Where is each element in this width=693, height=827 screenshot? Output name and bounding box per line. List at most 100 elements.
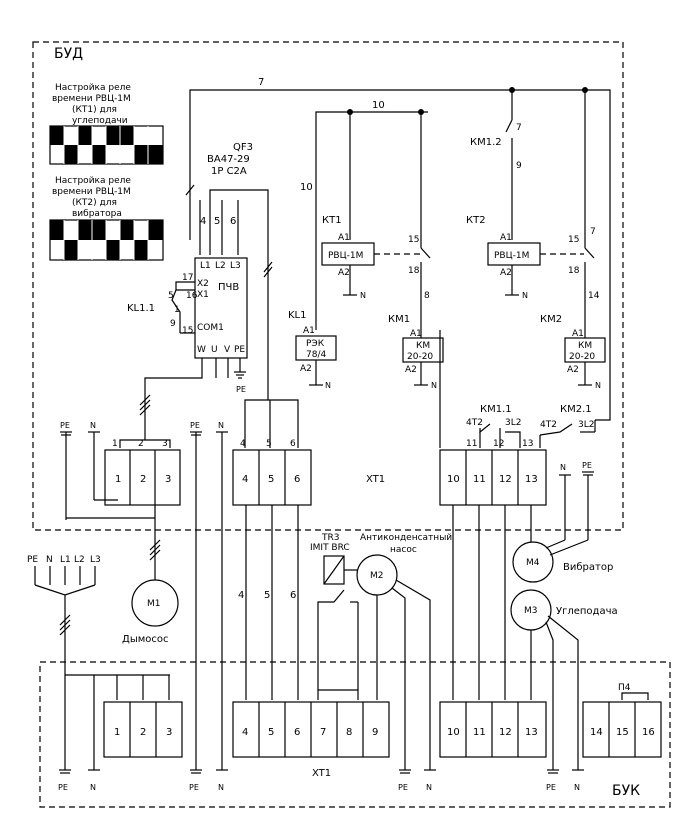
vfd-w: W [197, 345, 206, 355]
km2-a1: A1 [572, 329, 584, 339]
kt2-contact-km2: 7 15 18 14 КМ2 A1 КМ 20-20 A2 N [540, 90, 606, 390]
wire-4-label: 4 [200, 216, 206, 227]
upper-terminal-group-2: 4 5 6 4 5 6 4 5 6 [232, 399, 312, 700]
m1-label: M1 [147, 599, 161, 609]
pe-label: PE [58, 783, 68, 792]
km1-body2: 20-20 [407, 352, 433, 362]
xt1-upper-label: XT1 [366, 474, 385, 485]
terminal-11: 11 [473, 474, 486, 485]
wire-14-label: 14 [588, 291, 600, 301]
wire-6-label: 6 [290, 439, 296, 449]
km1-a2: A2 [405, 365, 417, 375]
km21-3l2: 3L2 [578, 420, 594, 430]
m3-label: M3 [524, 606, 538, 616]
terminal-6: 6 [294, 474, 300, 485]
vfd-l3: L3 [230, 261, 241, 271]
kl1-body2: 78/4 [306, 350, 326, 360]
wire-13-label: 13 [522, 439, 533, 449]
kt1-dip-switches [49, 125, 164, 165]
jumper-p4-label: П4 [618, 683, 631, 693]
upper-grounds: PE N PE N [60, 421, 228, 770]
qf3-line3: 1P C2A [211, 166, 247, 177]
m2-caption1: Антиконденсатный [360, 533, 452, 543]
lower-terminal-7: 7 [320, 727, 326, 738]
wire-15-kt2: 15 [568, 235, 579, 245]
vfd-l2: L2 [215, 261, 226, 271]
wire-7-km12: 7 [516, 123, 522, 133]
kl1-a2: A2 [300, 364, 312, 374]
kt1-name: КТ1 [322, 215, 342, 226]
wire-6-label: 6 [230, 216, 236, 227]
n-label: N [90, 421, 96, 430]
n-label: N [574, 783, 580, 792]
lower-terminal-16: 16 [642, 727, 655, 738]
wire-8-label: 8 [424, 291, 430, 301]
km1-a1: A1 [410, 329, 422, 339]
kt2-setting-line4: вибратора [72, 209, 122, 219]
supply-l2: L2 [74, 555, 85, 565]
kl1-a1: A1 [303, 326, 315, 336]
kt2-dip-switches [49, 219, 164, 261]
lower-terminal-group-2: 4 5 6 7 8 9 [232, 701, 390, 758]
wire-6-low: 6 [290, 590, 296, 601]
kt1-relay: КТ1 A1 РВЦ-1М A2 N [321, 112, 420, 300]
lower-terminal-2: 2 [140, 727, 146, 738]
pe-label: PE [60, 421, 70, 430]
wire-3-label: 3 [162, 439, 168, 449]
vfd-x1: X1 [197, 290, 209, 300]
vfd-label: ПЧВ [218, 282, 239, 293]
kl11-label: KL1.1 [127, 303, 155, 314]
vfd-x2: X2 [197, 279, 209, 289]
lower-terminal-group-3: 10 11 12 13 [439, 701, 547, 758]
kt2-setting-line3: (КТ2) для [72, 198, 117, 208]
qf3-breaker: QF3 ВА47-29 1P C2A 4 5 6 [199, 142, 273, 400]
kt2-n: N [522, 291, 528, 300]
kt2-setting-block: Настройка реле времени РВЦ-1М (КТ2) для … [49, 176, 164, 261]
km11-km21-contacts: КМ1.1 4T2 3L2 КМ2.1 4T2 3L2 11 12 13 [466, 404, 596, 449]
bud-frame [32, 41, 624, 531]
lower-terminal-group-1: 1 2 3 [65, 674, 183, 770]
wire-5-label: 5 [266, 439, 272, 449]
kt2-name: КТ2 [466, 215, 486, 226]
kt1-setting-line1: Настройка реле [55, 83, 131, 93]
wire-5-small: 5 [168, 291, 174, 301]
kt2-setting-line1: Настройка реле [55, 176, 131, 186]
terminal-2: 2 [140, 474, 146, 485]
bud-label: БУД [54, 46, 83, 62]
upper-terminal-group-3: 10 11 12 13 N PE [439, 330, 594, 700]
lower-terminal-11: 11 [473, 727, 486, 738]
wire-17-label: 17 [182, 273, 193, 283]
kl1-relay: KL1 A1 РЭК 78/4 A2 N [288, 310, 337, 390]
km1-name: КМ1 [388, 314, 410, 325]
n-label: N [560, 463, 566, 472]
km11-3l2: 3L2 [505, 418, 521, 428]
km2-body2: 20-20 [569, 352, 595, 362]
pe-label: PE [189, 783, 199, 792]
lower-terminal-5: 5 [268, 727, 274, 738]
lower-terminal-3: 3 [166, 727, 172, 738]
kl1-body1: РЭК [306, 339, 325, 349]
pe-label: PE [546, 783, 556, 792]
upper-terminal-group-1: 1 2 3 1 2 3 [66, 439, 181, 580]
supply-l1: L1 [60, 555, 71, 565]
n-label: N [218, 421, 224, 430]
vfd-v: V [224, 345, 231, 355]
km12-kt2: 7 9 КМ1.2 КТ2 A1 РВЦ-1М A2 N [466, 90, 584, 300]
pe-label: PE [190, 421, 200, 430]
buk-label: БУК [612, 783, 640, 799]
wire-10-bus: 10 10 [300, 100, 428, 330]
wire-4-label: 4 [240, 439, 246, 449]
lower-terminal-15: 15 [616, 727, 629, 738]
m1-caption: Дымосос [122, 634, 168, 645]
vfd-u: U [211, 345, 218, 355]
terminal-12: 12 [499, 474, 512, 485]
wire-5-label: 5 [214, 216, 220, 227]
km11-label: КМ1.1 [480, 404, 512, 415]
lower-terminal-4: 4 [242, 727, 248, 738]
lower-terminal-group-4: П4 14 15 16 [582, 683, 662, 758]
wire-1-label: 1 [112, 439, 118, 449]
supply-block: PE N L1 L2 L3 [27, 555, 101, 770]
kt1-setting-block: Настройка реле времени РВЦ-1М (КТ1) для … [49, 83, 164, 165]
km12-label: КМ1.2 [470, 137, 502, 148]
